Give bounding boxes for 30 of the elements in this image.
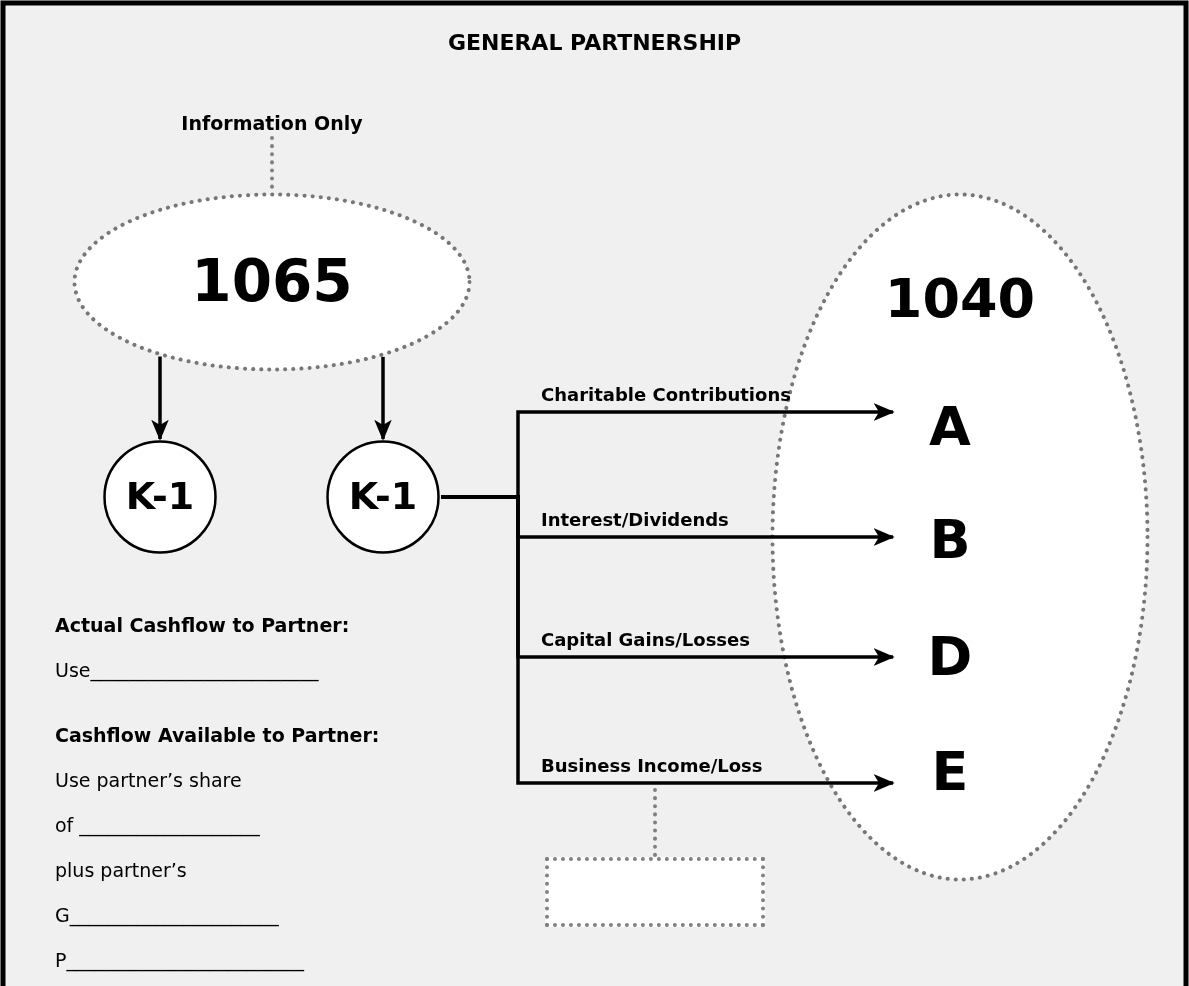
form-number: 1065 <box>190 247 354 317</box>
section-heading: Cashflow Available to Partner: <box>55 723 380 748</box>
form-circle <box>325 439 441 555</box>
fill-in-text: of ___________________ <box>55 813 260 838</box>
fill-in-text: P_________________________ <box>55 948 304 973</box>
schedule-letter: D <box>893 627 1007 687</box>
edge-label: Charitable Contributions <box>541 383 791 407</box>
form-label: K-1 <box>347 474 419 520</box>
diagram-title: GENERAL PARTNERSHIP <box>446 30 743 55</box>
edge-label: Capital Gains/Losses <box>541 628 750 652</box>
fill-in-text: G______________________ <box>55 903 279 928</box>
fill-in-text: Use________________________ <box>55 658 319 683</box>
form-number: 1040 <box>883 267 1037 332</box>
schedule-letter: E <box>893 742 1007 802</box>
edge-label: Business Income/Loss <box>541 754 763 778</box>
edge-label: Interest/Dividends <box>541 508 729 532</box>
form-circle <box>102 439 218 555</box>
blank-box <box>545 857 765 927</box>
arrow <box>441 495 895 792</box>
fill-in-text: plus partner’s <box>55 858 187 883</box>
note-text: Information Only <box>172 108 372 138</box>
form-label: K-1 <box>124 474 196 520</box>
leader-line <box>653 788 657 859</box>
schedule-letter: A <box>893 397 1007 457</box>
fill-in-text: Use partner’s share <box>55 768 242 793</box>
form-ellipse <box>72 192 472 372</box>
section-heading: Actual Cashflow to Partner: <box>55 613 350 638</box>
schedule-letter: B <box>893 510 1007 570</box>
arrow <box>374 356 392 441</box>
arrow <box>151 356 169 441</box>
